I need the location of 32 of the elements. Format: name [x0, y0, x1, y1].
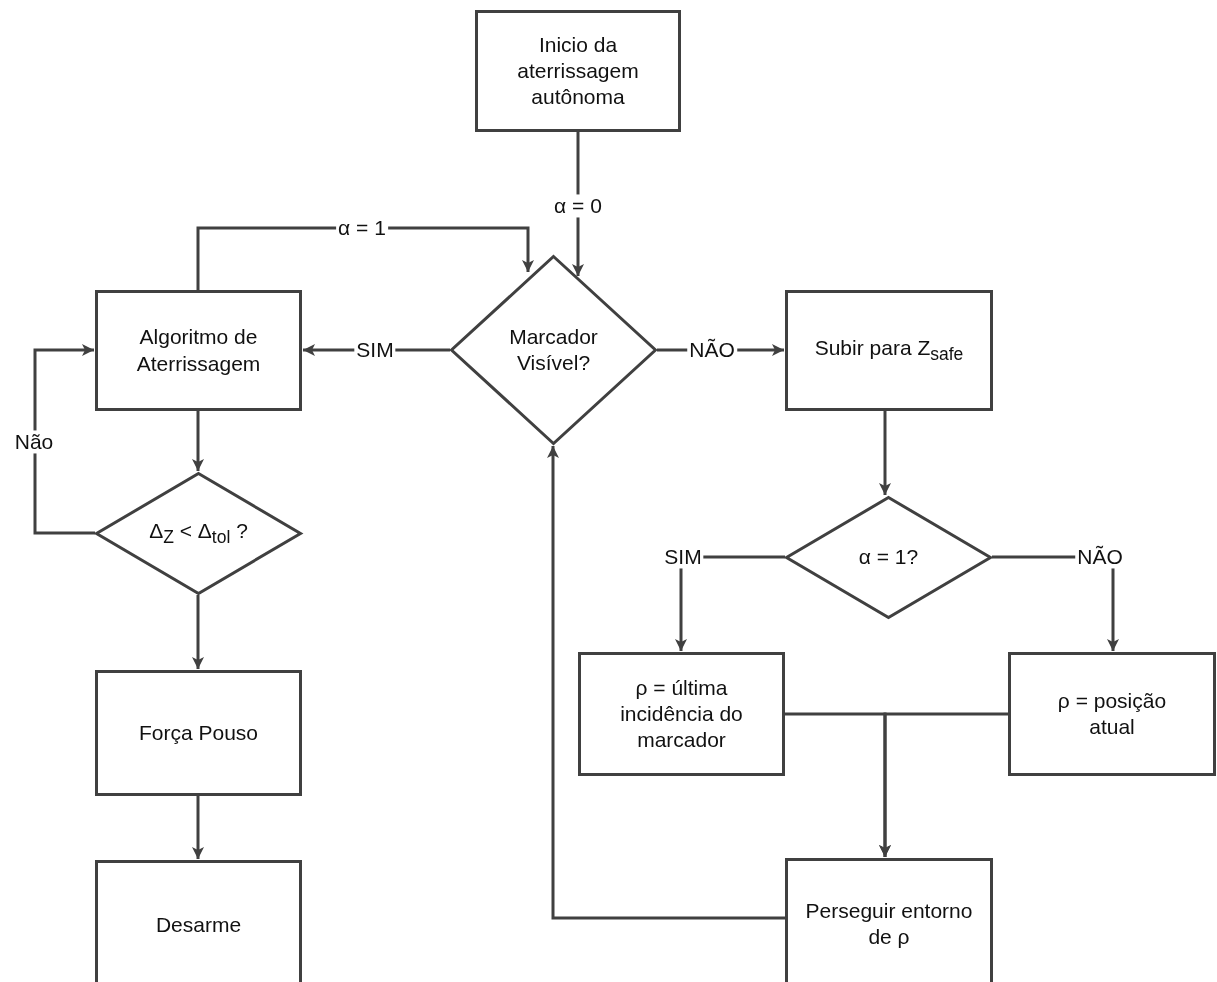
step-text: ρ = última incidência do marcador [619, 674, 744, 754]
decision-diamond [450, 255, 657, 445]
decision-diamond [95, 472, 302, 595]
question-text: α = 1? [858, 544, 919, 571]
step-text: Perseguir entorno de ρ [804, 897, 974, 950]
step-text: ρ = posição atual [1056, 687, 1168, 740]
arrow [192, 595, 204, 669]
process-box [95, 670, 302, 796]
process-box [95, 290, 302, 411]
arrow [192, 411, 204, 471]
process-box [578, 652, 785, 776]
arrow [879, 411, 891, 495]
decision-diamond [785, 496, 992, 619]
process-box [785, 290, 993, 411]
arrow [196, 226, 534, 290]
step-text: Inicio da aterrissagem autônoma [516, 31, 640, 111]
arrow [879, 712, 1008, 857]
process-box [785, 858, 993, 982]
step-text: Força Pouso [138, 719, 259, 746]
step-text: Desarme [155, 911, 242, 938]
process-box [475, 10, 681, 132]
arrow [192, 796, 204, 859]
arrow [33, 344, 95, 535]
process-box [95, 860, 302, 982]
question-text: Δ$_{Z}$ < Δ$_{tol}$ ? [149, 517, 248, 550]
step-text: Algoritmo de Aterrissagem [135, 324, 262, 377]
question-text: Marcador Visível? [508, 323, 599, 376]
process-box [1008, 652, 1216, 776]
edge-label: α = 0 [552, 194, 604, 218]
step-text: Subir para Z$_{safe}$ [814, 334, 964, 367]
arrow [547, 446, 785, 920]
edge-label: NÃO [1075, 545, 1125, 569]
